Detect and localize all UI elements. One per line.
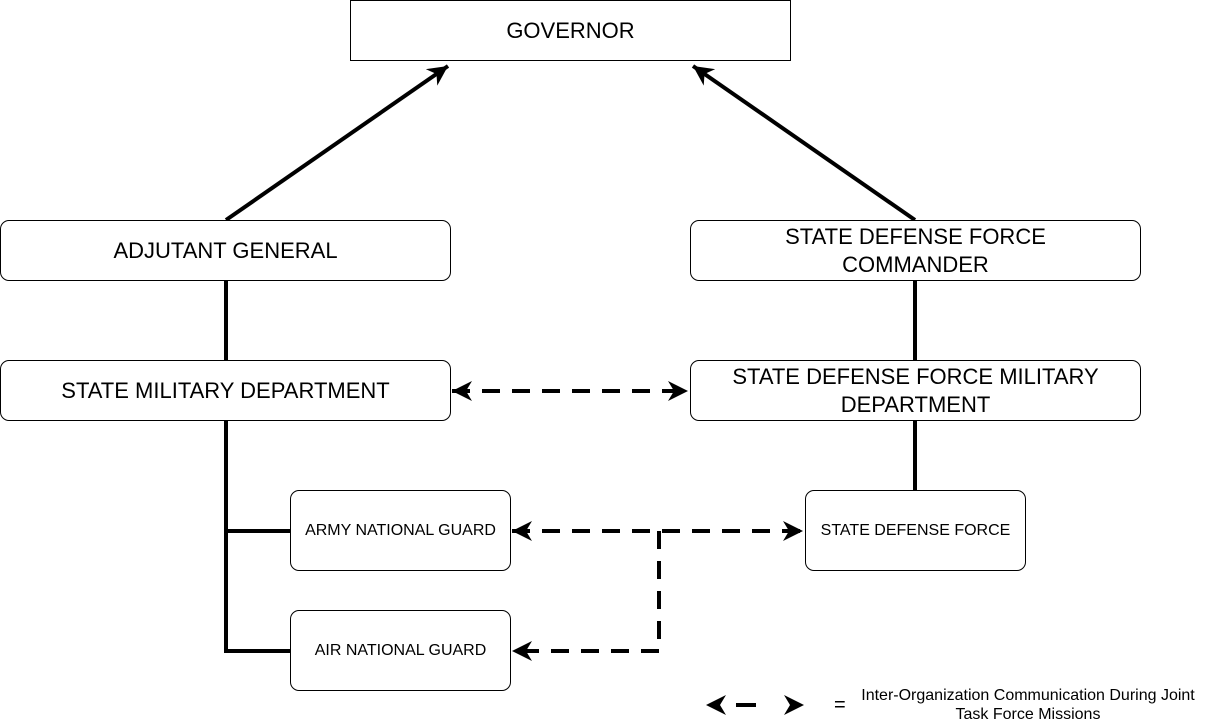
sdf-commander-node: STATE DEFENSE FORCE COMMANDER	[690, 220, 1141, 281]
line-smd-to-guards	[224, 420, 290, 653]
adjutant-general-label: ADJUTANT GENERAL	[113, 237, 338, 263]
dashed-arrow-to-air-guard	[512, 531, 661, 661]
state-defense-force-label: STATE DEFENSE FORCE	[820, 521, 1011, 539]
air-national-guard-node: AIR NATIONAL GUARD	[290, 610, 511, 691]
governor-node: GOVERNOR	[350, 0, 791, 61]
arrow-adjutant-to-governor	[224, 64, 450, 222]
governor-label: GOVERNOR	[506, 17, 635, 43]
army-national-guard-label: ARMY NATIONAL GUARD	[305, 521, 496, 539]
adjutant-general-node: ADJUTANT GENERAL	[0, 220, 451, 281]
state-military-department-node: STATE MILITARY DEPARTMENT	[0, 360, 451, 421]
state-military-department-label: STATE MILITARY DEPARTMENT	[61, 377, 390, 403]
legend-text: Inter-Organization Communication During …	[861, 687, 1195, 724]
air-national-guard-label: AIR NATIONAL GUARD	[314, 641, 487, 659]
army-national-guard-node: ARMY NATIONAL GUARD	[290, 490, 511, 571]
sdf-commander-label: STATE DEFENSE FORCE COMMANDER	[785, 224, 1046, 277]
sdf-military-department-label: STATE DEFENSE FORCE MILITARY DEPARTMENT	[732, 364, 1099, 417]
arrow-sdf-commander-to-governor	[691, 64, 917, 222]
sdf-military-department-node: STATE DEFENSE FORCE MILITARY DEPARTMENT	[690, 360, 1141, 421]
state-defense-force-node: STATE DEFENSE FORCE	[805, 490, 1026, 571]
legend-equals: =	[834, 694, 846, 716]
